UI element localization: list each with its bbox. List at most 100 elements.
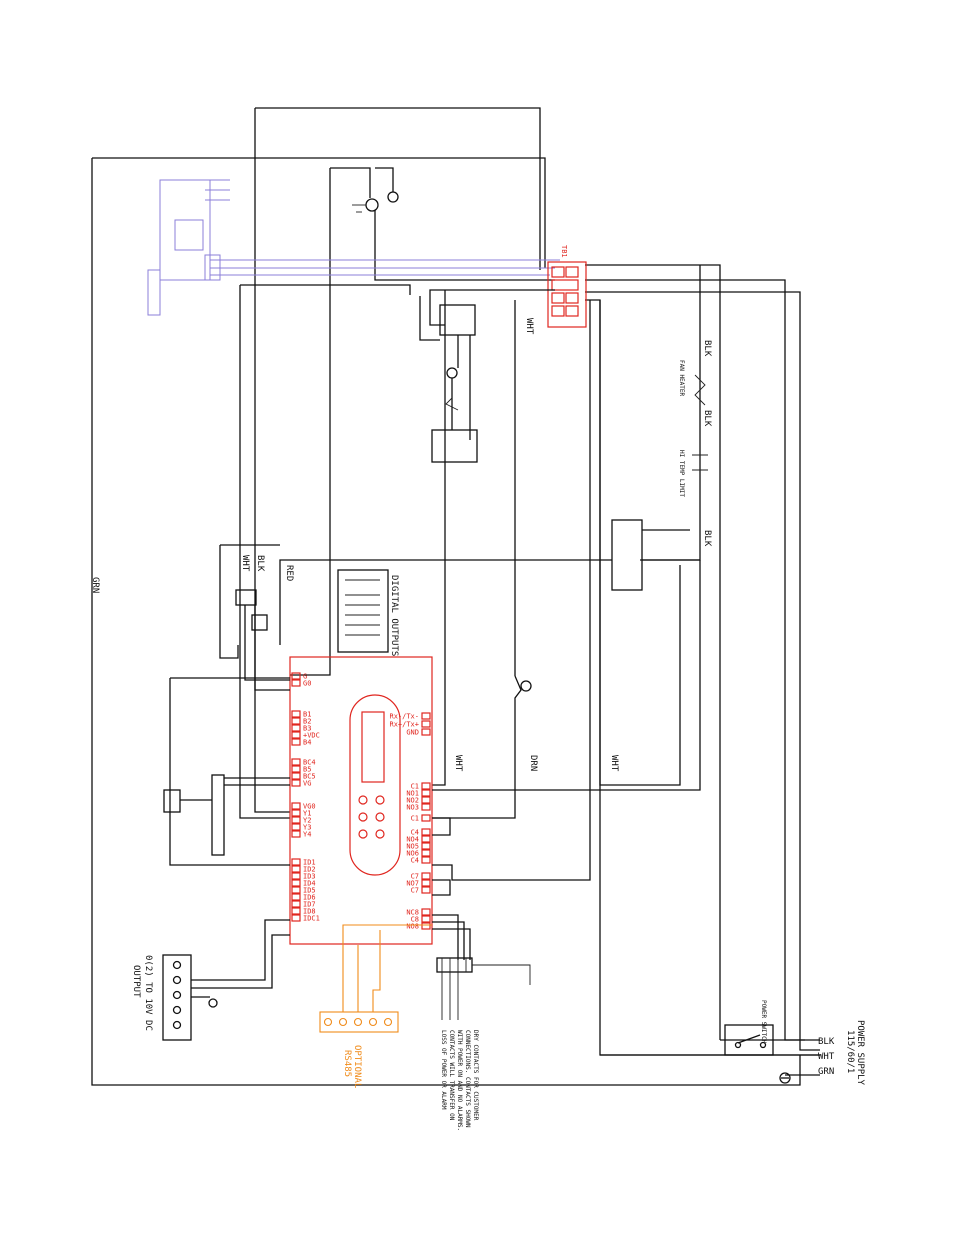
ground-icon-top [387,191,399,203]
pin-terminal-right [421,728,431,736]
label-red: RED [284,565,294,581]
pin-label-left: ID7 [303,901,316,909]
pin-label-right: C7 [411,873,419,881]
pin-terminal-right [421,814,431,822]
thermostat-box [611,519,643,591]
label-dry-3: WITH POWER ON AND NO ALARMS. [456,1030,463,1131]
wire-right-1 [585,264,721,1040]
label-ps-grn: GRN [818,1067,834,1077]
pin-label-right: NO1 [406,790,419,798]
controller-board [289,656,433,945]
wire-ground-loop [91,157,801,1086]
pin-label-right: C4 [411,829,419,837]
pin-label-right: NO8 [406,923,419,931]
pin-terminal-left [291,858,301,866]
label-wht-2: WHT [453,755,463,772]
pin-label-right: NC8 [406,909,419,917]
pin-terminal-right [421,872,431,880]
wire-compressor [429,289,555,326]
pin-label-left: Y2 [303,817,311,825]
pin-terminal-left [291,886,301,894]
controller-left-pins: GG0B1B2B3+VDCB4BC4B5BC5VGVG0Y1Y2Y3Y4ID1I… [291,672,320,923]
label-fan-heater: FAN HEATER [678,360,685,397]
controller-right-pins: Rx-/Tx-Rx+/Tx+GNDC1NO1NO2NO3C1C4NO4NO5NO… [389,712,431,931]
pin-label-left: BC4 [303,759,316,767]
pin-label-left: B4 [303,739,311,747]
pin-terminal-left [291,879,301,887]
pin-label-left: Y1 [303,810,311,818]
pin-terminal-left [291,816,301,824]
analog-output-terminal [162,954,192,1041]
pin-terminal-left [291,724,301,732]
pin-label-right: Rx+/Tx+ [389,721,419,729]
pin-terminal-left [291,900,301,908]
pin-label-left: Y3 [303,824,311,832]
pin-terminal-right [421,849,431,857]
pin-label-left: +VDC [303,732,320,740]
label-wht-4: WHT [240,555,250,572]
pin-terminal-right [421,782,431,790]
pin-label-right: Rx-/Tx- [389,713,419,721]
pin-terminal-right [421,856,431,864]
pin-terminal-right [421,922,431,930]
pin-terminal-left [291,731,301,739]
label-digital-outputs: DIGITAL OUTPUTS [389,575,399,656]
compressor-box [431,429,478,463]
pin-label-left: ID1 [303,859,316,867]
label-power-supply: POWER SUPPLY [855,1020,865,1086]
pin-terminal-left [291,865,301,873]
pin-label-right: NO3 [406,804,419,812]
wire-top-loop [255,107,541,270]
pin-label-left: ID5 [303,887,316,895]
wire-right-2 [585,279,805,1041]
pin-label-left: B5 [303,766,311,774]
pin-label-right: NO2 [406,797,419,805]
pin-terminal-left [291,914,301,922]
compressor-icon [446,367,458,379]
wire-left-trunk [254,108,290,813]
wire-sensor [219,544,280,659]
pin-label-left: G [303,673,307,681]
label-hi-temp: HI TEMP LIMIT [678,450,685,497]
label-wht-1: WHT [524,318,534,335]
pin-label-left: BC5 [303,773,316,781]
pin-terminal-right [421,908,431,916]
pin-terminal-right [421,915,431,923]
pin-terminal-right [421,828,431,836]
pressure-sensor [163,789,181,813]
pin-label-left: ID8 [303,908,316,916]
label-dry-2: CONNECTIONS. CONTACTS SHOWN [464,1030,471,1128]
label-output-range: 0(2) TO 10V DC [143,955,153,1031]
pin-label-right: C8 [411,916,419,924]
pin-terminal-left [291,830,301,838]
pin-terminal-left [291,872,301,880]
label-blk-4: BLK [255,555,265,572]
label-drn: DRN [528,755,538,771]
pin-terminal-right [421,886,431,894]
pin-terminal-left [291,802,301,810]
pin-terminal-left [291,772,301,780]
pin-terminal-right [421,803,431,811]
wire-fan [290,167,371,676]
pin-terminal-right [421,720,431,728]
label-power-switch: POWER SWITCH [760,1000,767,1044]
pin-terminal-left [291,907,301,915]
label-optional: OPTIONAL [352,1045,362,1088]
pin-label-left: B1 [303,711,311,719]
label-rs485: RS485 [342,1050,352,1077]
pin-terminal-right [421,835,431,843]
label-dry-4: CONTACTS WILL TRANSFER ON [448,1030,455,1121]
pin-terminal-left [291,779,301,787]
pin-label-right: C7 [411,887,419,895]
wire-wht-2 [432,290,446,786]
pin-label-left: ID4 [303,880,316,888]
pin-label-left: IDC1 [303,915,320,923]
rs485-terminal [319,924,432,1033]
tb1-terminal-block [547,261,587,328]
pin-label-left: ID6 [303,894,316,902]
wire-heater [640,265,701,561]
pin-terminal-left [291,672,301,680]
pin-terminal-left [291,710,301,718]
pin-label-left: ID3 [303,873,316,881]
